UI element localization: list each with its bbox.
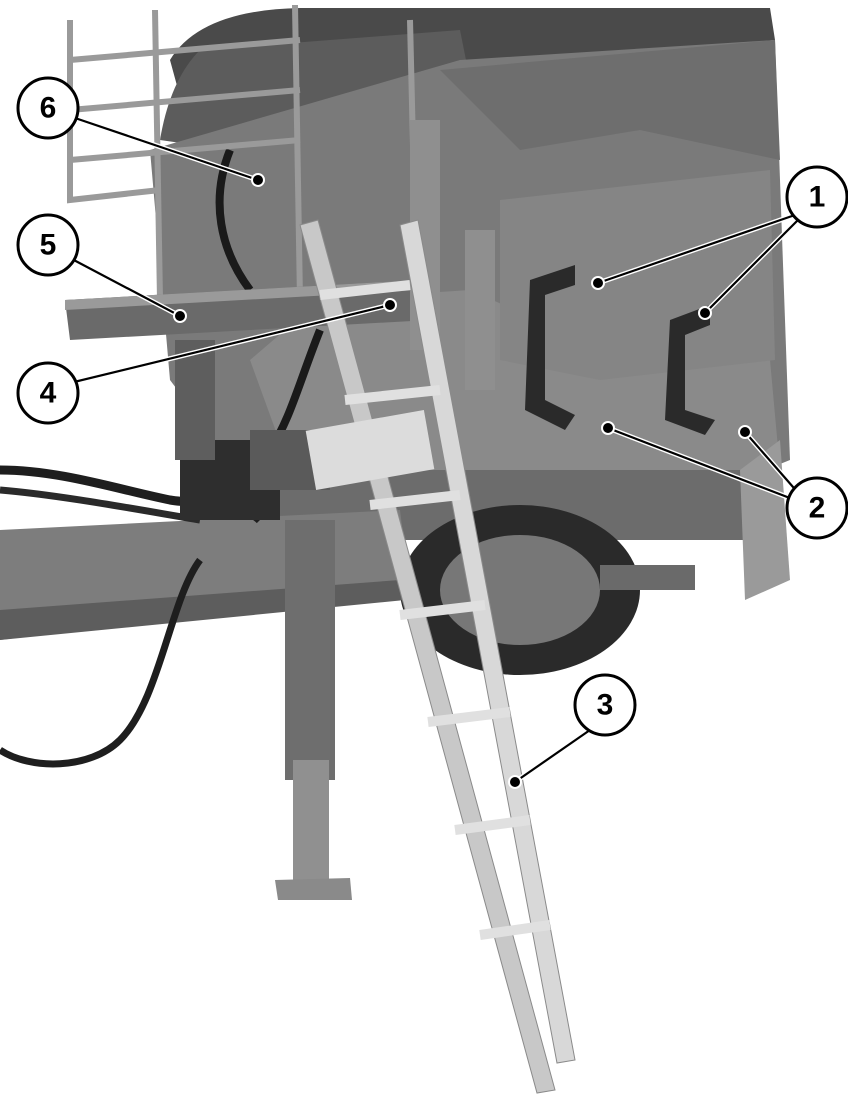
leader-3 bbox=[514, 729, 591, 783]
leader-dot-4 bbox=[383, 298, 397, 312]
leader-dot-2a bbox=[601, 421, 615, 435]
callout-4-label: 4 bbox=[40, 377, 57, 410]
callout-5-label: 5 bbox=[40, 229, 57, 262]
leader-1a bbox=[597, 213, 796, 285]
callout-3: 3 bbox=[573, 673, 637, 737]
leader-2a bbox=[607, 426, 796, 502]
leader-dot-1a bbox=[591, 276, 605, 290]
leader-dot-5 bbox=[173, 309, 187, 323]
leader-6 bbox=[74, 116, 259, 182]
callout-1: 1 bbox=[785, 165, 848, 229]
callout-6-label: 6 bbox=[40, 92, 57, 125]
callout-1-label: 1 bbox=[809, 181, 826, 214]
leader-2b bbox=[744, 431, 801, 496]
leader-1b bbox=[704, 217, 801, 314]
callout-4: 4 bbox=[16, 361, 80, 425]
step-handle-right bbox=[665, 305, 715, 435]
leader-5 bbox=[69, 257, 181, 317]
callout-5: 5 bbox=[16, 213, 80, 277]
callout-2: 2 bbox=[785, 476, 848, 540]
jack-stand bbox=[285, 520, 335, 780]
leader-4 bbox=[69, 303, 391, 385]
step-handle-left bbox=[525, 265, 575, 430]
leader-dot-6 bbox=[251, 173, 265, 187]
callout-6: 6 bbox=[16, 76, 80, 140]
callout-2-label: 2 bbox=[809, 492, 826, 525]
leader-dot-1b bbox=[698, 306, 712, 320]
callouts: 1 2 3 4 5 6 bbox=[16, 76, 848, 789]
callout-3-label: 3 bbox=[597, 689, 614, 722]
leader-dot-3 bbox=[508, 775, 522, 789]
leader-dot-2b bbox=[738, 425, 752, 439]
